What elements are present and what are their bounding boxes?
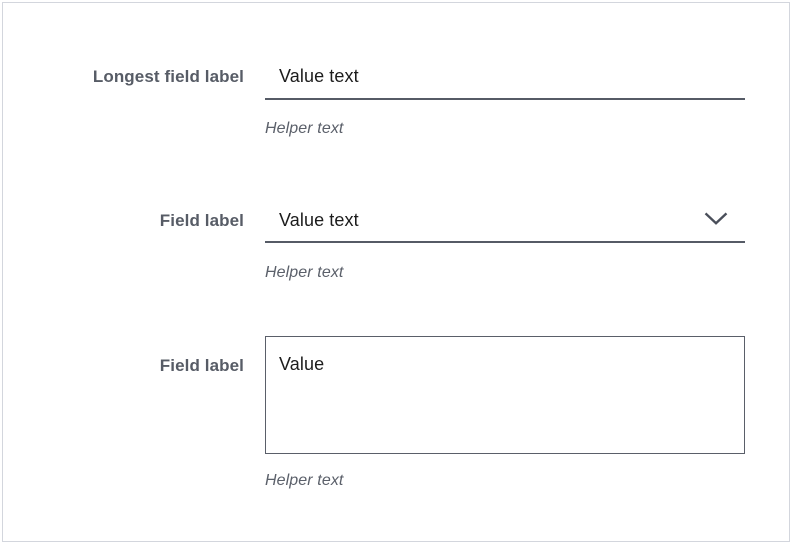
select-helper-text: Helper text (265, 264, 344, 281)
textarea-input[interactable]: Value (265, 336, 745, 454)
textarea-helper-text: Helper text (265, 472, 344, 489)
textarea-value: Value (279, 354, 325, 374)
field-label-select: Field label (159, 211, 244, 230)
text-input-underline[interactable] (265, 98, 745, 100)
field-label-longest: Longest field label (92, 67, 244, 86)
form-row-select: Field label Value text Helper text (0, 144, 792, 304)
field-label-textarea: Field label (159, 356, 244, 375)
select-underline[interactable] (265, 241, 745, 243)
text-input-value[interactable]: Value text (279, 66, 359, 86)
chevron-down-icon[interactable] (701, 206, 731, 232)
select-value[interactable]: Value text (279, 210, 359, 230)
form-row-text-input: Longest field label Value text Helper te… (0, 0, 792, 160)
text-input-helper-text: Helper text (265, 120, 344, 137)
form-row-textarea: Field label Value Helper text (0, 288, 792, 518)
